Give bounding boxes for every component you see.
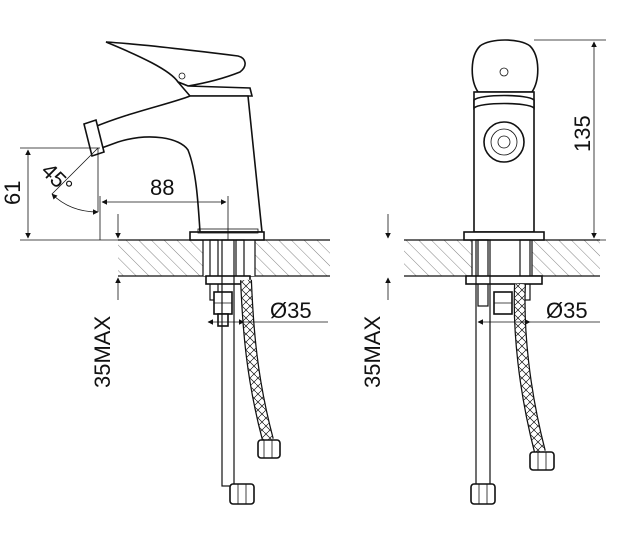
right-height-dimension: 135: [534, 39, 606, 241]
left-height-label: 61: [0, 181, 25, 205]
right-countertop: [404, 239, 600, 277]
left-height-dimension: 61: [0, 147, 118, 241]
right-max-label: 35MAX: [360, 316, 385, 388]
right-mounting-hardware: [465, 239, 555, 505]
left-reach-dimension: 88: [99, 175, 229, 240]
right-hole-dimension: Ø35: [477, 298, 600, 325]
front-view: 135 35MAX Ø35: [360, 39, 606, 505]
left-angle-dimension: 45°: [36, 147, 99, 215]
left-mounting-hardware: [205, 239, 281, 505]
left-max-label: 35MAX: [90, 316, 115, 388]
left-hole-label: Ø35: [270, 298, 312, 323]
right-faucet-body: [463, 39, 545, 241]
right-hole-label: Ø35: [546, 298, 588, 323]
left-reach-label: 88: [150, 175, 174, 200]
left-countertop: [118, 239, 330, 277]
left-angle-label: 45°: [36, 158, 77, 199]
left-hole-dimension: Ø35: [207, 298, 328, 325]
right-height-label: 135: [570, 115, 595, 152]
left-faucet-body: [83, 41, 265, 241]
left-max-dimension: 35MAX: [90, 214, 121, 388]
side-view: 61 45° 88 35MAX Ø35: [0, 41, 330, 505]
right-max-dimension: 35MAX: [360, 214, 391, 388]
